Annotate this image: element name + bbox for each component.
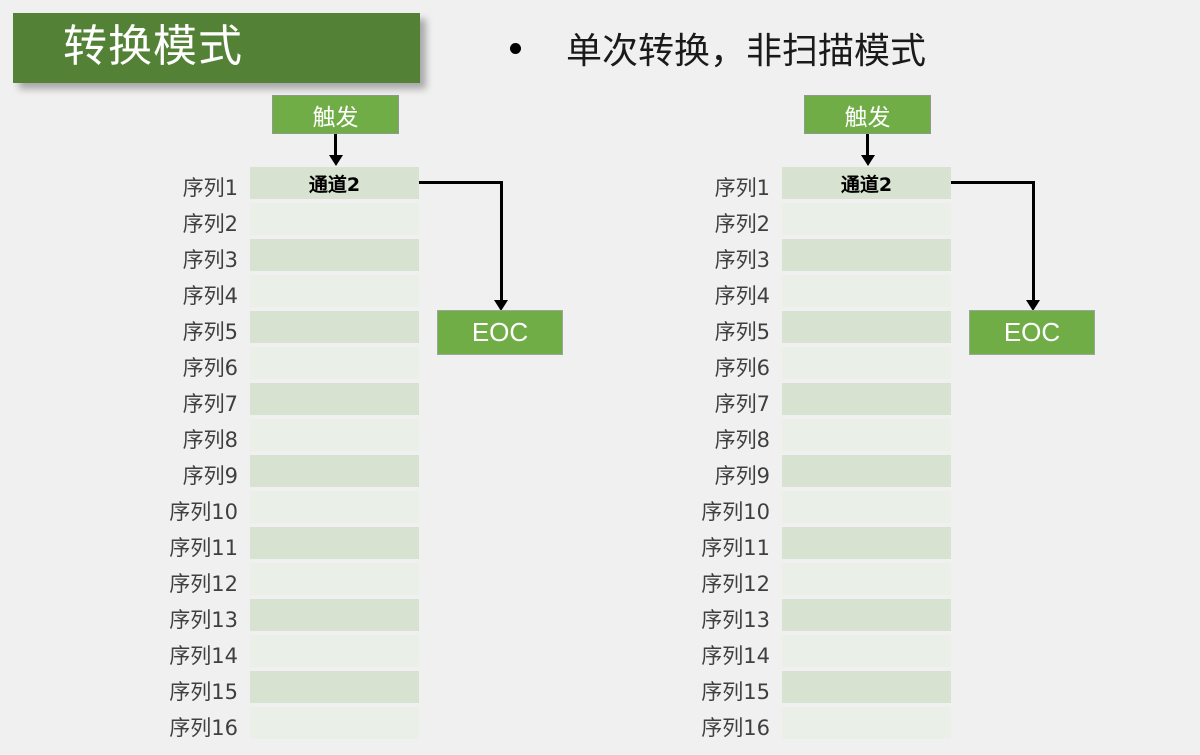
sequence-row[interactable] (782, 347, 951, 379)
sequence-row[interactable] (250, 563, 419, 595)
sequence-row[interactable] (782, 383, 951, 415)
sequence-label: 序列14 (169, 644, 238, 668)
sequence-row[interactable] (250, 239, 419, 271)
trigger-label: 触发 (312, 104, 359, 131)
title-banner: 转换模式 (13, 13, 420, 83)
sequence-row[interactable] (250, 275, 419, 307)
eoc-label: EOC (471, 317, 529, 347)
sequence-label: 序列5 (182, 320, 238, 344)
trigger-box-left[interactable]: 触发 (272, 95, 399, 134)
eoc-box-right[interactable]: EOC (969, 310, 1095, 355)
sequence-table-right: 通道2 (782, 167, 951, 743)
sequence-label: 序列16 (169, 716, 238, 740)
trigger-arrow-head-right (861, 155, 875, 166)
sequence-row[interactable] (250, 383, 419, 415)
sequence-label: 序列1 (182, 176, 238, 200)
sequence-label: 序列12 (169, 572, 238, 596)
sequence-table-left: 通道2 (250, 167, 419, 743)
sequence-row[interactable] (782, 419, 951, 451)
sequence-row[interactable] (782, 563, 951, 595)
sequence-row[interactable] (782, 455, 951, 487)
sequence-label: 序列2 (714, 212, 770, 236)
sequence-label: 序列15 (169, 680, 238, 704)
sequence-row[interactable]: 通道2 (250, 167, 419, 199)
trigger-box-right[interactable]: 触发 (804, 95, 931, 134)
sequence-row[interactable] (782, 635, 951, 667)
eoc-arrow-head-right (1026, 300, 1040, 311)
sequence-row[interactable] (250, 599, 419, 631)
sequence-label: 序列7 (182, 392, 238, 416)
sequence-label: 序列6 (182, 356, 238, 380)
eoc-box-left[interactable]: EOC (437, 310, 563, 355)
sequence-label: 序列16 (701, 716, 770, 740)
trigger-arrow-shaft-left (334, 134, 337, 156)
sequence-row[interactable] (250, 707, 419, 739)
trigger-arrow-shaft-right (866, 134, 869, 156)
sequence-label: 序列1 (714, 176, 770, 200)
sequence-label: 序列9 (714, 464, 770, 488)
eoc-connector-vertical-right (1032, 181, 1035, 302)
sequence-row[interactable] (250, 527, 419, 559)
sequence-label: 序列3 (714, 248, 770, 272)
sequence-row[interactable] (782, 239, 951, 271)
sequence-row[interactable] (250, 455, 419, 487)
sequence-row[interactable] (782, 491, 951, 523)
sequence-row[interactable] (782, 275, 951, 307)
eoc-connector-horizontal-left (419, 181, 503, 184)
sequence-label: 序列10 (169, 500, 238, 524)
sequence-label: 序列7 (714, 392, 770, 416)
sequence-row[interactable] (250, 347, 419, 379)
bullet-text: 单次转换，非扫描模式 (566, 31, 927, 72)
sequence-row[interactable]: 通道2 (782, 167, 951, 199)
sequence-row[interactable] (250, 311, 419, 343)
sequence-label: 序列8 (182, 428, 238, 452)
sequence-row[interactable] (250, 203, 419, 235)
sequence-row[interactable] (782, 599, 951, 631)
sequence-label: 序列6 (714, 356, 770, 380)
sequence-label: 序列12 (701, 572, 770, 596)
sequence-label: 序列9 (182, 464, 238, 488)
sequence-row[interactable] (250, 671, 419, 703)
eoc-connector-vertical-left (500, 181, 503, 302)
sequence-row[interactable] (250, 419, 419, 451)
eoc-label: EOC (1003, 317, 1061, 347)
trigger-arrow-head-left (329, 155, 343, 166)
sequence-row[interactable] (782, 203, 951, 235)
sequence-row[interactable] (782, 311, 951, 343)
sequence-row[interactable] (250, 491, 419, 523)
sequence-row[interactable] (782, 671, 951, 703)
sequence-label: 序列11 (169, 536, 238, 560)
trigger-label: 触发 (844, 104, 891, 131)
sequence-label: 序列11 (701, 536, 770, 560)
bullet-dot-icon (510, 43, 521, 54)
bullet-line: 单次转换，非扫描模式 (510, 34, 926, 70)
sequence-row[interactable] (782, 707, 951, 739)
sequence-label: 序列3 (182, 248, 238, 272)
sequence-label: 序列5 (714, 320, 770, 344)
active-channel-label: 通道2 (308, 173, 361, 196)
sequence-row[interactable] (782, 527, 951, 559)
sequence-label: 序列15 (701, 680, 770, 704)
sequence-label: 序列14 (701, 644, 770, 668)
eoc-arrow-head-left (494, 300, 508, 311)
sequence-label: 序列8 (714, 428, 770, 452)
sequence-row[interactable] (250, 635, 419, 667)
sequence-label: 序列4 (714, 284, 770, 308)
active-channel-label: 通道2 (840, 173, 893, 196)
sequence-label: 序列4 (182, 284, 238, 308)
eoc-connector-horizontal-right (951, 181, 1035, 184)
page-title: 转换模式 (63, 21, 243, 73)
sequence-label: 序列2 (182, 212, 238, 236)
sequence-label: 序列13 (169, 608, 238, 632)
sequence-label: 序列13 (701, 608, 770, 632)
sequence-label: 序列10 (701, 500, 770, 524)
